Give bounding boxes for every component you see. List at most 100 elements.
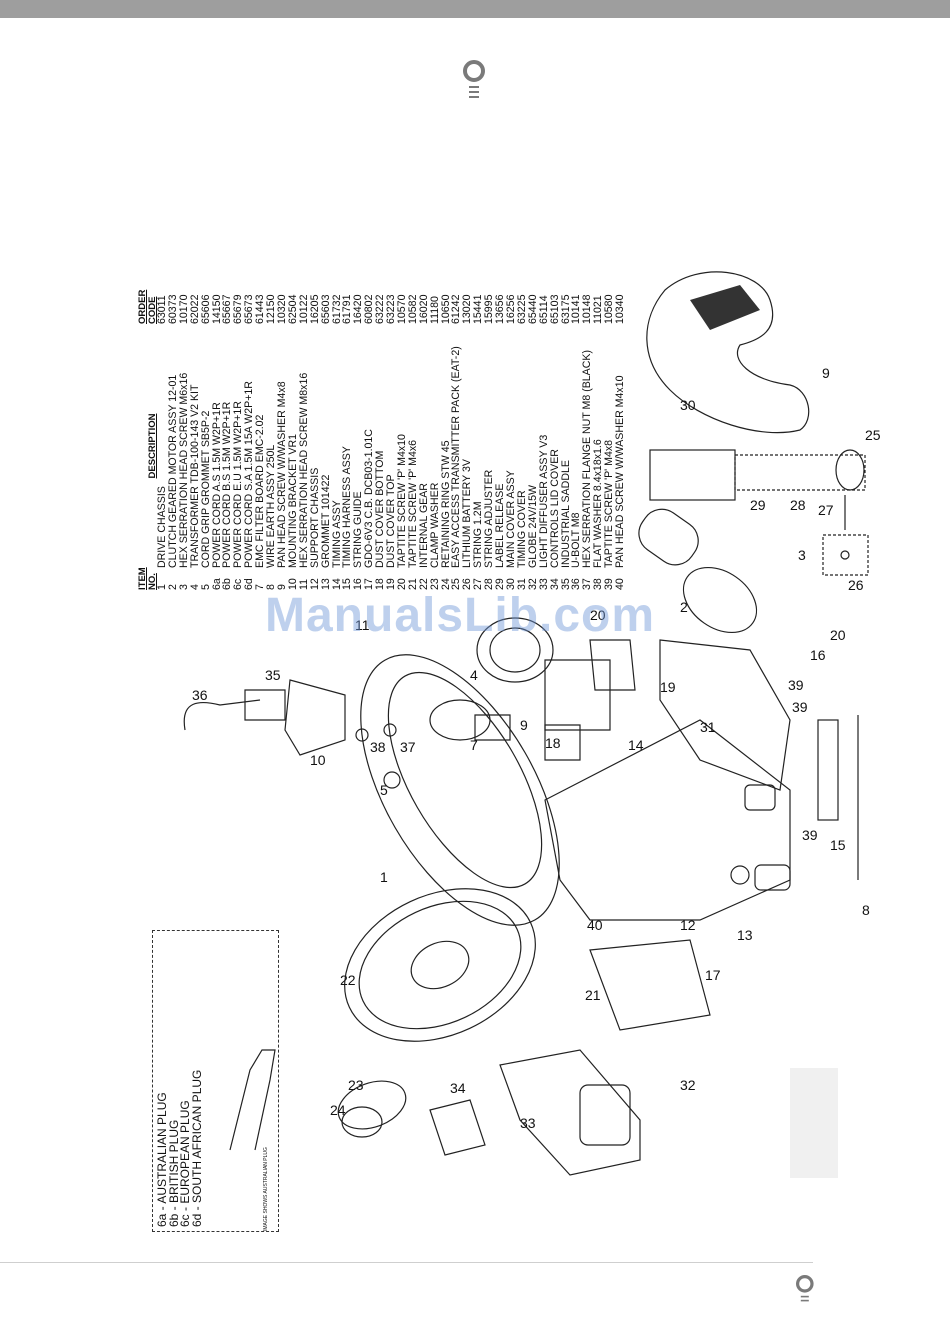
- table-cell-desc: WIRE EARTH ASSY 250L: [266, 444, 277, 568]
- table-cell-desc: TIMING HARNESS ASSY: [342, 446, 354, 568]
- australian-plug-icon: [229, 1049, 276, 1151]
- table-cell-desc: EMC FILTER BOARD EMC-2.02: [255, 414, 267, 568]
- table-cell-code: 62022: [188, 294, 201, 324]
- retaining-ring: [341, 1106, 383, 1138]
- table-cell-code: 10340: [614, 294, 627, 324]
- callout: 36: [192, 687, 208, 703]
- callout: 2: [680, 599, 688, 615]
- dust-cover-top: [589, 639, 636, 691]
- table-cell-desc: LIGHT DIFFUSER ASSY V3: [538, 434, 550, 568]
- callout: 9: [822, 365, 830, 381]
- table-cell-desc: POWER CORD A.S 1.5M W2P+1R: [211, 402, 223, 568]
- callout: 34: [450, 1080, 466, 1096]
- table-cell-desc: FLAT WASHER 8.4x18x1.6: [593, 439, 605, 568]
- flat-washer: [355, 728, 369, 742]
- callout: 20: [590, 607, 606, 623]
- callout: 14: [628, 737, 644, 753]
- table-cell-item: 12: [308, 578, 321, 590]
- footer-logo-icon: [796, 1275, 814, 1307]
- header-order-code: ORDER CODE: [137, 289, 158, 324]
- callout: 18: [545, 735, 561, 751]
- table-cell-desc: INDUSTRIAL SADDLE: [560, 460, 572, 568]
- callout: 31: [700, 719, 716, 735]
- callout: 20: [830, 627, 846, 643]
- table-cell-desc: U-BOLT M8: [571, 512, 583, 568]
- table-cell-desc: TAPTITE SCREW 'P' M4x10: [396, 434, 408, 568]
- table-cell-desc: EASY ACCESS TRANSMITTER PACK (EAT-2): [451, 346, 463, 568]
- transmitter: [835, 449, 865, 491]
- callout: 11: [355, 617, 370, 633]
- callout: 4: [470, 667, 478, 683]
- table-cell-desc: GROMMET 101422: [320, 474, 332, 568]
- callout: 39: [788, 677, 804, 693]
- table-cell-desc: TAPTITE SCREW 'P' M4x8: [604, 439, 616, 568]
- table-cell-item: 40: [614, 578, 627, 590]
- callout: 26: [848, 577, 864, 593]
- table-cell-desc: TIMING ASSY: [331, 500, 343, 568]
- table-cell-desc: GLOBE 24V/15W: [527, 484, 539, 568]
- callout: 17: [705, 967, 721, 983]
- table-cell-desc: DUST COVER TOP: [386, 474, 397, 568]
- callout: 13: [737, 927, 753, 943]
- callout: 23: [348, 1077, 364, 1093]
- side-gray-block: [790, 1068, 838, 1178]
- table-cell-code: 11180: [428, 296, 441, 324]
- table-cell-desc: PAN HEAD SCREW W/WASHER M4x8: [276, 381, 288, 568]
- battery-box: [822, 534, 869, 576]
- transformer: [476, 617, 554, 683]
- table-cell-code: 65114: [537, 295, 550, 324]
- plug-legend: 6a - AUSTRALIAN PLUG 6b - BRITISH PLUG 6…: [152, 930, 279, 1232]
- callout: 25: [865, 427, 881, 443]
- table-cell-desc: SUPPORT CHASSIS: [309, 467, 321, 568]
- table-cell-item: 5: [199, 584, 212, 590]
- light-diffuser: [499, 1049, 641, 1176]
- table-cell-item: 34: [548, 578, 561, 590]
- support-chassis: [544, 719, 791, 921]
- callout: 9: [520, 717, 528, 733]
- flange-nut: [383, 723, 397, 737]
- table-cell-desc: HEX SERRATION FLANGE NUT M8 (BLACK): [582, 350, 594, 568]
- controls-lid-cover: [429, 1099, 486, 1156]
- table-cell-desc: HEX SERRATION HEAD SCREW M6x16: [178, 372, 190, 568]
- callout: 32: [680, 1077, 696, 1093]
- emc-filter-board: [474, 714, 511, 741]
- watermark: ManualsLib.com: [265, 589, 656, 642]
- callout: 39: [802, 827, 818, 843]
- table-cell-code: 65606: [199, 294, 212, 324]
- callout: 24: [330, 1102, 346, 1118]
- u-bolt: [183, 699, 261, 731]
- table-cell-desc: POWER CORD B.S 1.5M W2P+1R: [222, 401, 234, 568]
- table-cell-code: 65603: [319, 294, 332, 324]
- callout: 16: [810, 647, 826, 663]
- table-cell-desc: RETAINING RING STW 45: [440, 440, 452, 568]
- table-cell-desc: POWER CORD S.A 1.5M 15A W2P+1R: [244, 381, 256, 568]
- callout: 21: [585, 987, 601, 1003]
- callout: 15: [830, 837, 846, 853]
- geared-motor: [682, 566, 758, 634]
- timing-harness: [817, 719, 839, 821]
- callout: 27: [818, 502, 834, 518]
- callout: 38: [370, 739, 386, 755]
- table-cell-desc: STRING GUIDE: [353, 491, 365, 568]
- internal-gear: [344, 888, 536, 1042]
- callout: 28: [790, 497, 806, 513]
- table-cell-desc: MAIN COVER ASSY: [506, 470, 517, 568]
- header-description: DESCRIPTION: [147, 413, 158, 479]
- callout: 29: [750, 497, 766, 513]
- table-cell-desc: LITHIUM BATTERY 3V: [462, 459, 474, 568]
- callout: 7: [470, 737, 478, 753]
- callout: 40: [587, 917, 603, 933]
- table-cell-desc: CLAMP WASHER: [429, 482, 441, 568]
- grommet: [730, 865, 750, 885]
- table-cell-desc: INTERNAL GEAR: [418, 483, 430, 568]
- drive-chassis: [360, 654, 560, 926]
- callout: 5: [380, 782, 388, 798]
- legend-note: IMAGE SHOWS AUSTRALIAN PLUG: [263, 1147, 269, 1231]
- table-cell-desc: STRING 1.2M: [473, 501, 485, 568]
- table-cell-desc: GDO-6V3 C.B. DCB03-1.01C: [364, 429, 376, 568]
